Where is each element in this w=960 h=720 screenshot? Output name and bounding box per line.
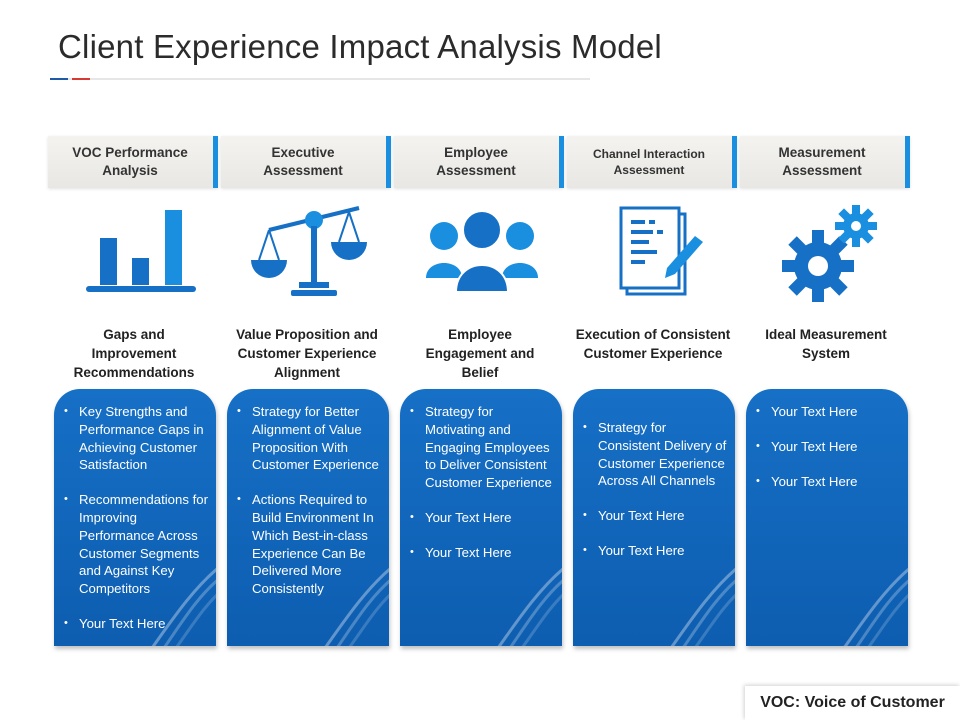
- column-employee: Employee Assessment Employee Engagement …: [394, 0, 566, 720]
- header-measurement: Measurement Assessment: [740, 136, 910, 188]
- swoosh-decoration: [497, 567, 562, 646]
- header-channel-interaction: Channel Interaction Assessment: [567, 136, 737, 188]
- subtitle-gaps: Gaps and Improvement Recommendations: [73, 327, 195, 380]
- list-item: Your Text Here: [410, 509, 554, 527]
- list-item: Strategy for Better Alignment of Value P…: [237, 403, 381, 474]
- list-item: Strategy for Motivating and Engaging Emp…: [410, 403, 554, 492]
- header-employee: Employee Assessment: [394, 136, 564, 188]
- swoosh-decoration: [670, 567, 735, 646]
- list-item: Strategy for Consistent Delivery of Cust…: [583, 419, 727, 490]
- footnote-voc: VOC: Voice of Customer: [745, 686, 960, 720]
- subtitle-value-proposition: Value Proposition and Customer Experienc…: [236, 327, 378, 380]
- swoosh-decoration: [843, 567, 908, 646]
- swoosh-decoration: [324, 567, 389, 646]
- list-item: Actions Required to Build Environment In…: [237, 491, 381, 598]
- title-underline: [50, 78, 590, 80]
- list-item: Your Text Here: [64, 615, 208, 633]
- gears-icon: [740, 200, 912, 305]
- balance-scale-icon: [221, 200, 393, 305]
- header-voc-performance: VOC Performance Analysis: [48, 136, 218, 188]
- card-voc-performance: Key Strengths and Performance Gaps in Ac…: [54, 389, 216, 646]
- subtitle-ideal-measurement: Ideal Measurement System: [765, 327, 887, 361]
- list-item: Your Text Here: [756, 473, 900, 491]
- header-label: Executive Assessment: [263, 145, 343, 178]
- page-title: Client Experience Impact Analysis Model: [58, 28, 662, 65]
- card-channel-interaction: Strategy for Consistent Delivery of Cust…: [573, 389, 735, 646]
- list-item: Your Text Here: [756, 438, 900, 456]
- column-voc-performance: VOC Performance Analysis Gaps and Improv…: [48, 0, 220, 720]
- list-item: Key Strengths and Performance Gaps in Ac…: [64, 403, 208, 474]
- header-label: Measurement Assessment: [778, 145, 866, 178]
- card-executive: Strategy for Better Alignment of Value P…: [227, 389, 389, 646]
- swoosh-decoration: [151, 567, 216, 646]
- document-pen-icon: [567, 200, 739, 305]
- column-measurement: Measurement Assessment: [740, 0, 912, 720]
- list-item: Recommendations for Improving Performanc…: [64, 491, 208, 598]
- header-label: Channel Interaction Assessment: [592, 147, 705, 177]
- column-channel-interaction: Channel Interaction Assessment Execution…: [567, 0, 739, 720]
- card-measurement: Your Text Here Your Text Here Your Text …: [746, 389, 908, 646]
- list-item: Your Text Here: [410, 544, 554, 562]
- header-label: VOC Performance Analysis: [72, 145, 188, 178]
- card-employee: Strategy for Motivating and Engaging Emp…: [400, 389, 562, 646]
- list-item: Your Text Here: [583, 507, 727, 525]
- list-item: Your Text Here: [756, 403, 900, 421]
- column-executive: Executive Assessment Value Proposition a…: [221, 0, 393, 720]
- header-executive: Executive Assessment: [221, 136, 391, 188]
- header-label: Employee Assessment: [436, 145, 516, 178]
- subtitle-execution: Execution of Consistent Customer Experie…: [575, 327, 731, 361]
- subtitle-employee-engagement: Employee Engagement and Belief: [425, 327, 535, 380]
- list-item: Your Text Here: [583, 542, 727, 560]
- people-group-icon: [394, 200, 566, 305]
- bar-chart-icon: [48, 200, 220, 305]
